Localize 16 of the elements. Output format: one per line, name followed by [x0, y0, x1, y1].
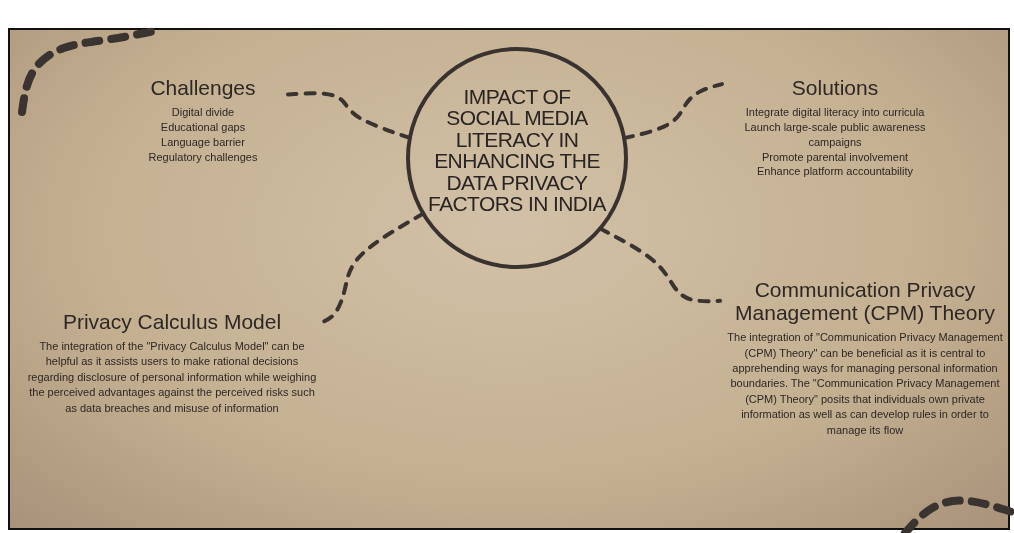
description-text: The integration of "Communication Privacy Management (CPM) Theory" can be beneficial as it is central to apprehending ways for managing personal information boundaries. The "Communication Privacy Management (CPM) Theory" posits that individuals own private information as well as can develop rules in order to manage its flow	[726, 330, 1004, 438]
dashed-connector	[598, 226, 722, 304]
description-text: The integration of the "Privacy Calculus Model" can be helpful as it assists users to make rational decisions regarding disclosure of personal information while weighing the perceived advantages against the perceived risks such as data breaches and misuse of information	[26, 339, 318, 416]
list-item: Regulatory challenges	[147, 149, 259, 165]
list-item: Digital divide	[170, 105, 236, 120]
section-heading: Challenges	[149, 76, 257, 100]
list-item: Educational gaps	[159, 119, 247, 135]
section-heading: Communication Privacy Management (CPM) Theory	[734, 278, 996, 325]
list-item: Promote parental involvement	[760, 149, 910, 165]
topic-title: IMPACT OF SOCIAL MEDIA LITERACY IN ENHANCING THE DATA PRIVACY FACTORS IN INDIA	[427, 86, 607, 215]
list-item: Integrate digital literacy into curricula	[744, 105, 926, 120]
section-heading: Privacy Calculus Model	[61, 310, 283, 334]
section-heading: Solutions	[790, 76, 880, 100]
list-item: Enhance platform accountability	[756, 164, 914, 180]
list-item: Language barrier	[160, 134, 246, 150]
list-item: Launch large-scale public awareness campaigns	[743, 119, 927, 150]
